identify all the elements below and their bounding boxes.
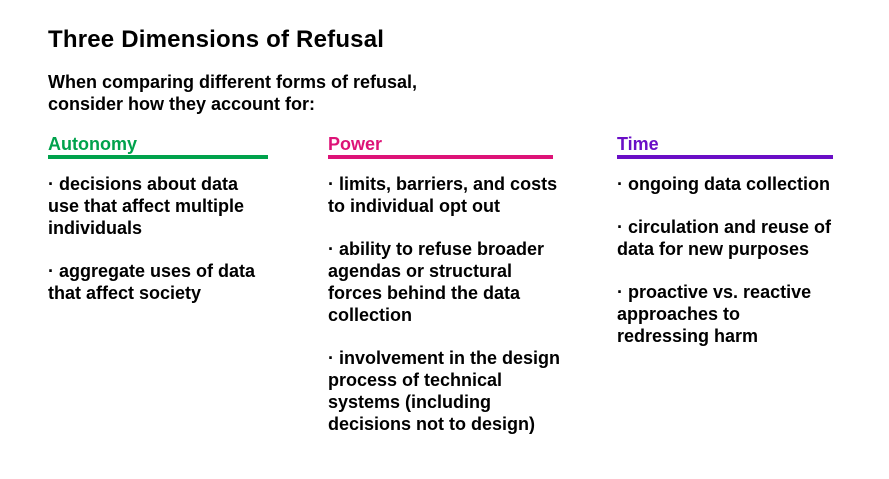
slide-subtitle: When comparing different forms of refusa… [48, 72, 418, 114]
bullet-item: · proactive vs. reactive approaches to r… [617, 282, 812, 346]
bullet-item: · limits, barriers, and costs to individ… [328, 174, 558, 216]
bullet-item: · ability to refuse broader agendas or s… [328, 239, 545, 325]
column-power-heading: Power [328, 134, 383, 154]
column-power: Power · limits, barriers, and costs to i… [328, 134, 561, 435]
bullet-item: · ongoing data collection [617, 174, 830, 194]
bullet-item: · circulation and reuse of data for new … [617, 217, 832, 259]
column-autonomy: Autonomy · decisions about data use that… [48, 134, 268, 304]
bullet-item: · involvement in the design process of t… [328, 348, 561, 434]
column-autonomy-underline [48, 155, 268, 159]
column-autonomy-heading: Autonomy [48, 134, 137, 154]
column-time-heading: Time [617, 134, 659, 154]
bullet-item: · decisions about data use that affect m… [48, 174, 245, 238]
page-title: Three Dimensions of Refusal [48, 26, 385, 53]
column-time-underline [617, 155, 833, 159]
bullet-item: · aggregate uses of data that affect soc… [48, 261, 256, 303]
column-time: Time · ongoing data collection · circula… [617, 134, 833, 347]
column-power-underline [328, 155, 553, 159]
